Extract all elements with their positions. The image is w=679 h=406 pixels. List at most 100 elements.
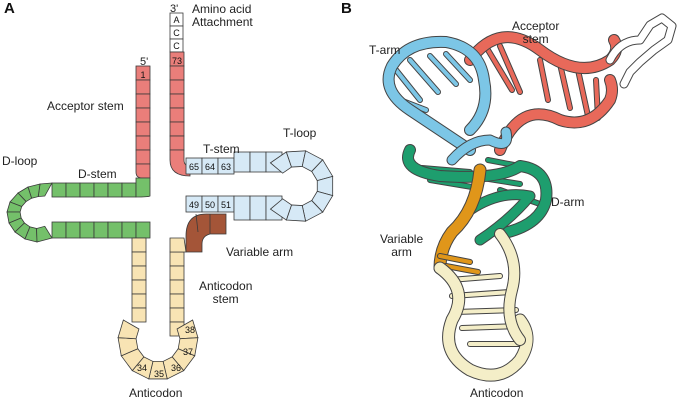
anticodon-label: Anticodon	[129, 386, 183, 400]
acceptor-stem-label: Acceptor stem	[47, 99, 124, 113]
acceptor-3d-rung	[576, 68, 590, 118]
acceptor-5p-cell	[135, 79, 151, 95]
number-35: 35	[154, 369, 164, 379]
anticodon-3d-strand-a	[434, 262, 533, 381]
acceptor-3p-cell	[169, 65, 185, 81]
t-loop-cell	[269, 198, 293, 221]
acceptor-3p-cell	[169, 135, 185, 151]
d-stem-top-cell	[121, 182, 137, 198]
t-arm-3d-rung	[394, 68, 422, 102]
variable-arm-shape	[185, 213, 227, 253]
t-stem-label: T-stem	[203, 142, 240, 156]
tail-3d-strand	[606, 14, 676, 88]
number-37: 37	[183, 347, 193, 357]
number-38: 38	[185, 325, 195, 335]
t-stem-bottom-cell	[233, 195, 251, 221]
d-stem-bottom-cell	[79, 221, 95, 239]
number-50: 50	[205, 200, 215, 210]
anticodon-3d-strand-b	[495, 229, 525, 345]
acceptor-connector-left	[135, 163, 151, 179]
acceptor-3p-cell	[169, 121, 185, 137]
variable-arm-3d-label: Variable arm	[380, 232, 424, 259]
acceptor-3d-rung	[538, 58, 550, 102]
number-64: 64	[205, 162, 215, 172]
t-loop-label: T-loop	[283, 126, 317, 140]
five-prime-label: 5'	[140, 56, 149, 68]
t-stem-top-cell	[249, 151, 267, 173]
anticodon-stem-right-cell	[169, 279, 185, 295]
tail-base-letter: C	[173, 28, 180, 38]
acceptor-3p-cell	[169, 93, 185, 109]
number-34: 34	[137, 363, 147, 373]
anticodon-stem-left-cell	[131, 279, 147, 295]
t-arm-label: T-arm	[369, 43, 401, 57]
t-arm-3d-rung	[444, 52, 472, 82]
acceptor-5p-cell	[135, 107, 151, 123]
d-stem-top-cell	[93, 182, 109, 198]
anticodon-stem-left-cell	[131, 293, 147, 309]
d-loop-cell	[36, 225, 53, 243]
acceptor-5p-cell	[135, 93, 151, 109]
anticodon-stem-right-cell	[169, 251, 185, 267]
anticodon-3d-label: Anticodon	[470, 386, 524, 400]
tail-base-letter: A	[173, 15, 179, 25]
d-stem-bottom-cell	[135, 221, 151, 239]
number-73: 73	[172, 56, 182, 66]
anticodon-stem-left-cell	[131, 251, 147, 267]
d-stem-top-cell	[79, 182, 95, 198]
number-1: 1	[140, 70, 145, 80]
panel-a-label: A	[4, 0, 15, 17]
acceptor-3p-cell	[169, 79, 185, 95]
anticodon-stem-label: Anticodon stem	[199, 279, 253, 306]
d-arm-3d-strand-a	[403, 145, 552, 239]
panel-b-3d-structure	[382, 13, 677, 382]
t-arm-3d-rung	[428, 54, 458, 86]
variable-arm-3d-rung	[444, 264, 480, 274]
acceptor-3p-cell	[169, 107, 185, 123]
anticodon-stem-top-right	[169, 237, 187, 253]
panel-b-label: B	[341, 0, 352, 17]
acceptor-3d-strand-b	[495, 75, 617, 155]
three-prime-label: 3'	[170, 3, 179, 15]
number-63: 63	[221, 162, 231, 172]
anticodon-loop-cell	[117, 319, 140, 340]
acceptor-5p-cell	[135, 135, 151, 151]
tail-base-letter: C	[173, 41, 180, 51]
variable-arm-3d-rung	[438, 254, 472, 264]
anticodon-stem-left-cell	[131, 237, 147, 253]
acceptor-5p-cell	[135, 121, 151, 137]
d-stem-bottom-cell	[121, 221, 137, 239]
t-arm-3d-strand-a	[383, 36, 491, 155]
d-stem-bottom-cell	[51, 221, 67, 239]
anticodon-stem-right-cell	[169, 293, 185, 309]
acceptor-3d-rung	[486, 48, 514, 92]
d-arm-label: D-arm	[551, 195, 585, 209]
t-stem-bottom-cell	[249, 195, 267, 221]
anticodon-stem-right-cell	[169, 307, 185, 323]
acceptor-3d-rung	[558, 62, 572, 110]
number-49: 49	[189, 200, 199, 210]
d-stem-top-cell	[51, 182, 67, 198]
d-stem-top-cell	[65, 182, 81, 198]
number-36: 36	[171, 363, 181, 373]
t-arm-3d-rung	[408, 58, 440, 94]
number-51: 51	[221, 200, 231, 210]
d-stem-bottom-cell	[107, 221, 123, 239]
d-stem-corner	[135, 177, 151, 198]
d-arm-3d-strand-b	[465, 190, 535, 245]
d-loop-cell	[37, 182, 53, 198]
d-stem-label: D-stem	[78, 167, 117, 181]
t-arm-3d-strand-b	[447, 127, 512, 165]
amino-acid-attachment-label: Amino acid Attachment	[192, 2, 253, 29]
anticodon-stem-left-cell	[131, 307, 147, 323]
variable-arm-divider	[195, 213, 199, 233]
d-stem-bottom-cell	[93, 221, 109, 239]
number-65: 65	[189, 162, 199, 172]
d-loop-label: D-loop	[2, 154, 38, 168]
variable-arm-label: Variable arm	[226, 245, 294, 259]
d-stem-top-cell	[107, 182, 123, 198]
acceptor-stem-3d-label: Acceptor stem	[512, 19, 560, 46]
